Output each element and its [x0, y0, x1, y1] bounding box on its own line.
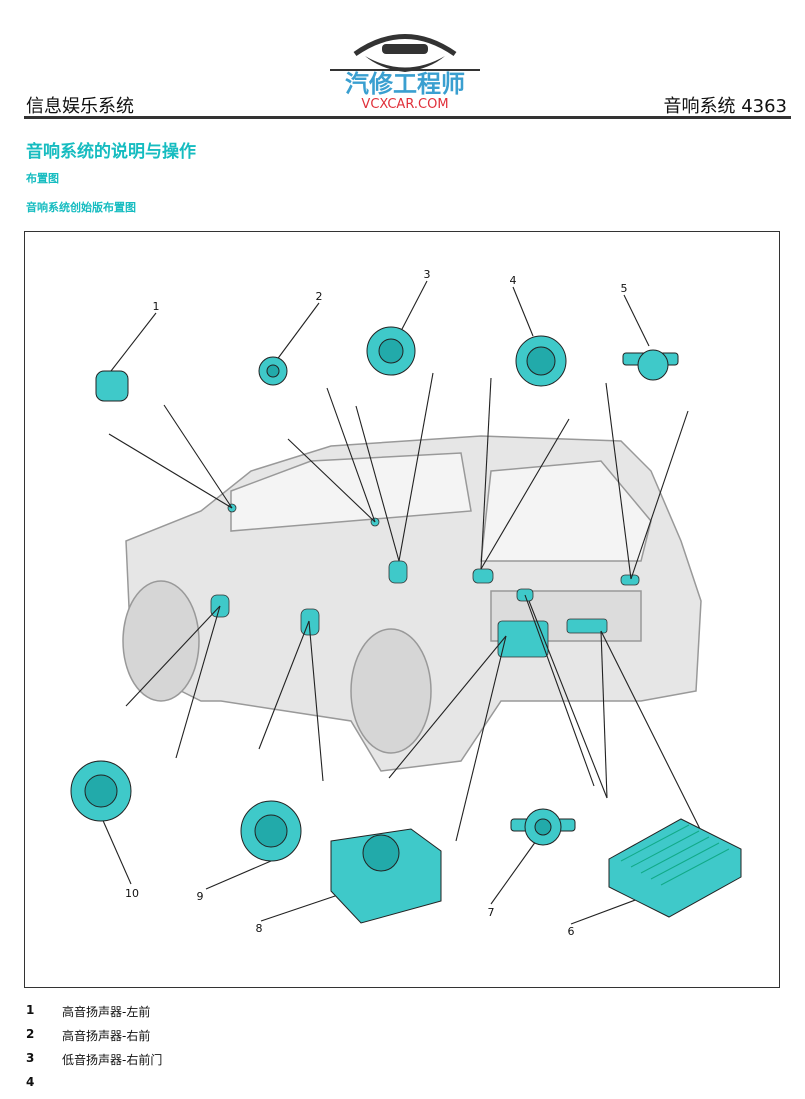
header-rule: [24, 116, 791, 119]
speaker-4: [515, 335, 567, 387]
speaker-7: [510, 808, 576, 846]
diagram-title: 音响系统创始版布置图: [26, 201, 136, 214]
callout-4: 4: [510, 274, 517, 287]
logo-text-cn: 汽修工程师: [345, 70, 465, 98]
callout-3: 3: [424, 268, 431, 281]
callout-10: 10: [125, 887, 139, 900]
legend-item: 4: [26, 1075, 35, 1089]
section-subtitle: 布置图: [26, 172, 59, 185]
logo: 汽修工程师 VCXCAR.COM: [320, 24, 490, 114]
leader-lines: [100, 280, 702, 925]
subwoofer: [330, 828, 442, 924]
header-page: 音响系统 4363: [663, 96, 787, 117]
speaker-10: [70, 760, 132, 822]
callout-7: 7: [488, 906, 495, 919]
vehicle-speaker-rear-right: [472, 568, 494, 584]
logo-text-en: VCXCAR.COM: [361, 97, 448, 112]
tweeter-right-front: [258, 356, 288, 386]
header-section: 信息娱乐系统: [26, 96, 134, 117]
callout-1: 1: [153, 300, 160, 313]
callout-9: 9: [197, 890, 204, 903]
vehicle-subwoofer: [497, 620, 549, 658]
layout-diagram: 1 2 3 4 5 6 7 8 9 10: [24, 231, 780, 988]
vehicle-speaker-front-right-door: [388, 560, 408, 584]
woofer-right-front-door: [366, 326, 416, 376]
callout-8: 8: [256, 922, 263, 935]
vehicle-outline: [122, 435, 702, 772]
callout-5: 5: [621, 282, 628, 295]
callout-2: 2: [316, 290, 323, 303]
amplifier: [608, 818, 742, 918]
speaker-5: [622, 349, 679, 381]
vehicle-amplifier: [566, 618, 608, 634]
tweeter-left-front: [95, 370, 129, 402]
callout-6: 6: [568, 925, 575, 938]
vehicle-speaker-tailgate: [620, 574, 640, 586]
speaker-9: [240, 800, 302, 862]
page-title: 音响系统的说明与操作: [26, 142, 196, 162]
